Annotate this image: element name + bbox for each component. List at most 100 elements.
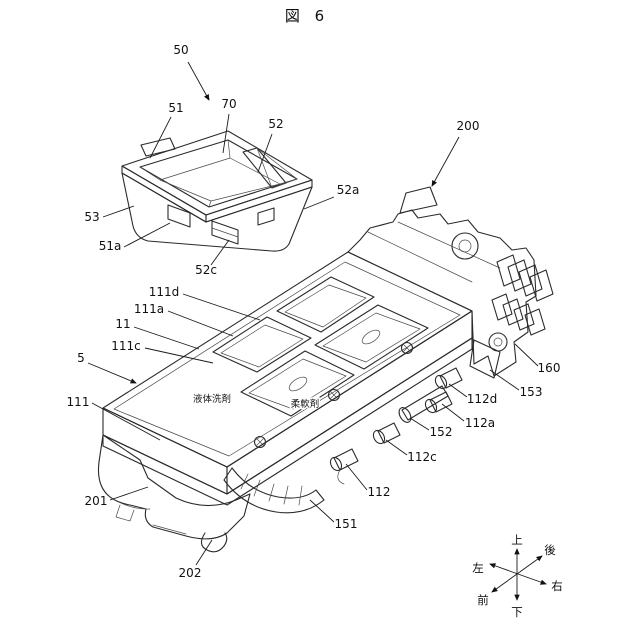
cup-clip-52c-line [211, 227, 239, 238]
leader-111d [182, 293, 261, 321]
base-foot [115, 504, 135, 522]
compass-label-up: 上 [511, 533, 523, 547]
nozzle-112c [372, 422, 401, 445]
leader-52 [257, 133, 273, 173]
tank-lid-right-handle [361, 329, 381, 345]
compass-axis-frontback [491, 555, 543, 593]
ref-label-112: 112 [368, 485, 391, 499]
figure-title: 図 6 [285, 7, 329, 25]
compass-label-down: 下 [511, 605, 523, 619]
ref-label-52a: 52a [337, 183, 360, 197]
housing-edge-line [367, 231, 473, 283]
ref-label-202: 202 [179, 566, 202, 580]
housing-top-bracket [399, 186, 438, 214]
leader-160 [514, 343, 539, 367]
housing-boss-small-inner [493, 337, 503, 347]
ref-label-51a: 51a [99, 239, 122, 253]
leader-112 [345, 463, 368, 491]
leader-5 [87, 362, 137, 384]
cup-clip-51a [167, 204, 191, 228]
cup-side-hole [257, 207, 275, 226]
hose-corrugations [240, 473, 303, 506]
ref-label-111d: 111d [149, 285, 180, 299]
ref-label-111a: 111a [134, 302, 164, 316]
ref-label-112d: 112d [467, 392, 498, 406]
right-housing [347, 186, 554, 379]
ref-label-152: 152 [430, 425, 453, 439]
tank-lid-right [314, 304, 429, 370]
ref-label-52: 52 [268, 117, 283, 131]
ref-label-53: 53 [84, 210, 99, 224]
base-hook-202 [200, 532, 228, 553]
cup-clip-52c [211, 220, 239, 245]
cup-inner-walls [139, 139, 298, 208]
ref-label-112c: 112c [407, 450, 437, 464]
side-bracket-153 [469, 339, 501, 379]
cup-floor [159, 157, 281, 202]
leader-201 [109, 486, 149, 501]
cup-label-plate [140, 137, 176, 157]
leader-11 [133, 326, 200, 350]
tank-left-marking: 液体洗剤 [193, 393, 231, 405]
housing-fins-lower [491, 293, 546, 336]
compass-label-left: 左 [472, 561, 484, 575]
leader-51 [149, 116, 172, 159]
ref-label-51: 51 [168, 101, 183, 115]
leader-111a [167, 310, 234, 337]
reference-labels: 50 51 70 52 52a 53 51a 52c 111d 111a 11 … [67, 43, 561, 580]
housing-fins-upper [496, 254, 554, 302]
hose-body [223, 467, 325, 514]
compass-label-front: 前 [477, 593, 489, 607]
base-lip-line [109, 496, 151, 510]
base-bracket [97, 434, 251, 553]
tank-assembly: 液体洗剤 柔軟剤 [102, 251, 473, 506]
ref-label-153: 153 [520, 385, 543, 399]
housing-edge-line2 [397, 221, 501, 269]
tank-lid-left [240, 350, 355, 417]
leader-lines [87, 61, 539, 566]
cup-body [121, 172, 313, 252]
rear-frame-left [212, 316, 312, 373]
ref-label-200: 200 [457, 119, 480, 133]
orientation-compass: 上 下 左 右 後 前 [472, 533, 563, 619]
tank-front-left-wall [102, 407, 228, 495]
ref-label-160: 160 [538, 361, 561, 375]
leader-112c [385, 439, 408, 456]
ref-label-11: 11 [115, 317, 130, 331]
tank-lower-skirt [102, 337, 473, 506]
leader-153 [489, 369, 520, 391]
tank-right-marking: 柔軟剤 [291, 398, 320, 410]
ref-label-151: 151 [335, 517, 358, 531]
tank-lid-left-handle [288, 376, 308, 392]
compass-label-back: 後 [544, 543, 556, 557]
ref-label-5: 5 [77, 351, 85, 365]
leader-52a [303, 196, 335, 210]
ref-label-112a: 112a [465, 416, 495, 430]
rear-frame-right [276, 276, 375, 333]
base-lip-line2 [152, 524, 187, 535]
leader-53 [102, 205, 135, 218]
housing-body [347, 209, 537, 377]
corrugated-hose [223, 467, 325, 514]
tank-lid-right-inner [322, 312, 421, 363]
housing-boss-large [451, 232, 479, 260]
leader-51a [123, 222, 171, 248]
leader-202 [195, 539, 213, 566]
nozzle-112d [434, 367, 463, 390]
ref-label-201: 201 [85, 494, 108, 508]
pipe-152 [398, 385, 449, 423]
rear-frame-left-inner [220, 324, 304, 368]
ref-label-70: 70 [221, 97, 236, 111]
leader-151 [309, 499, 335, 523]
tank-inner-rim [113, 261, 461, 457]
leader-70 [222, 113, 230, 154]
leader-112a [441, 403, 465, 422]
leader-50 [187, 61, 210, 101]
leader-112d [448, 383, 468, 398]
ref-label-111: 111 [67, 395, 90, 409]
ref-label-111c: 111c [111, 339, 141, 353]
outlet-pipes [329, 367, 463, 485]
housing-boss-large-inner [458, 239, 472, 253]
